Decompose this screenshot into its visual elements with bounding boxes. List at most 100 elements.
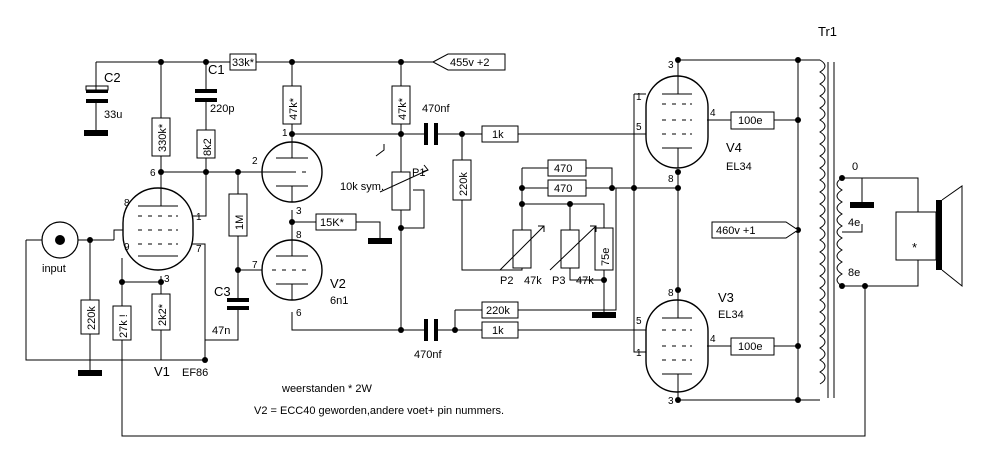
label-r-100e-top: 100e xyxy=(738,115,762,127)
resistor-470-a xyxy=(547,159,587,177)
text-labels: Tr1 C2 33u C1 220p 33k* 455v +2 330k* 8k… xyxy=(42,24,917,417)
capacitor-c1 xyxy=(195,89,217,102)
label-p1: P1 xyxy=(412,167,425,179)
label-v1: V1 xyxy=(154,364,170,379)
label-p3: P3 xyxy=(552,275,565,287)
resistors xyxy=(80,53,775,356)
pin-v4-3: 3 xyxy=(668,60,674,71)
resistor-33k xyxy=(229,53,257,71)
label-c2: C2 xyxy=(104,70,121,85)
resistor-220k-in xyxy=(80,299,100,335)
label-note1: weerstanden * 2W xyxy=(281,383,372,395)
pin-v3-4: 4 xyxy=(710,334,716,345)
label-r-1k-bot: 1k xyxy=(492,325,504,337)
label-r-47k-b: 47k* xyxy=(397,97,409,120)
label-r-27k: 27k ! xyxy=(118,314,130,338)
label-c1-value: 220p xyxy=(210,103,234,115)
label-r-470-a: 470 xyxy=(554,163,572,175)
label-r-15k: 15K* xyxy=(320,217,345,229)
label-r-47k-a: 47k* xyxy=(288,97,300,120)
label-r-220k-in: 220k xyxy=(86,306,98,330)
resistor-1m xyxy=(228,193,248,237)
label-supply-455: 455v +2 xyxy=(450,57,489,69)
pin-v3-1: 1 xyxy=(636,348,642,359)
label-supply-460: 460v +1 xyxy=(716,225,755,237)
ground-input xyxy=(78,370,102,376)
label-r-1k-top: 1k xyxy=(492,129,504,141)
pin-v2-2: 2 xyxy=(252,156,258,167)
label-r-220k-mid: 220k xyxy=(458,172,470,196)
label-p2: P2 xyxy=(500,275,513,287)
label-tr1: Tr1 xyxy=(818,24,837,39)
label-r-8k2: 8k2 xyxy=(202,138,214,156)
label-c-470nf-top: 470nf xyxy=(422,103,450,115)
ground-v2-cathode xyxy=(368,238,392,244)
label-c2-value: 33u xyxy=(104,109,122,121)
capacitor-470nf-top xyxy=(424,123,438,145)
pin-v3-8: 8 xyxy=(668,288,674,299)
label-input: input xyxy=(42,263,66,275)
resistor-220k-bot xyxy=(481,301,519,319)
resistor-100e-bot xyxy=(730,337,775,356)
label-r-220k-bot: 220k xyxy=(486,305,510,317)
label-tap-4e: 4e xyxy=(848,217,860,229)
label-tap-8e: 8e xyxy=(848,267,860,279)
tube-v1 xyxy=(113,172,194,271)
resistor-1k-top xyxy=(481,125,519,143)
pin-v4-5: 5 xyxy=(636,122,642,133)
label-c3-value: 47n xyxy=(212,325,230,337)
label-c1: C1 xyxy=(208,62,225,77)
label-p3-value: 47k xyxy=(576,275,594,287)
capacitor-c3 xyxy=(227,298,249,310)
pin-v2-6: 6 xyxy=(296,308,302,319)
label-speaker-mark: * xyxy=(912,240,917,255)
pin-v2-7: 7 xyxy=(252,260,258,271)
tube-v2-lower xyxy=(261,239,323,301)
resistor-2k2 xyxy=(151,293,171,331)
resistor-8k2 xyxy=(196,129,216,159)
label-r-2k2: 2k2* xyxy=(157,303,169,326)
resistor-470-b xyxy=(547,179,587,197)
resistor-100e-top xyxy=(730,111,775,130)
speaker xyxy=(895,185,963,288)
pin-v1-6: 6 xyxy=(150,168,156,179)
label-v4-type: EL34 xyxy=(726,161,752,173)
tube-v4 xyxy=(645,60,709,169)
pin-v2-1: 1 xyxy=(282,128,288,139)
pin-v1-8: 8 xyxy=(124,198,130,209)
resistor-15k xyxy=(315,213,357,231)
label-r-330k: 330k* xyxy=(157,123,169,152)
resistor-75e xyxy=(594,227,614,271)
label-c-470nf-bot: 470nf xyxy=(414,349,442,361)
pin-v4-4: 4 xyxy=(710,108,716,119)
pin-v4-1: 1 xyxy=(636,92,642,103)
label-p1-value: 10k sym. xyxy=(340,181,384,193)
ground-c2 xyxy=(84,130,108,136)
ground-symbols xyxy=(78,130,874,376)
capacitor-c2 xyxy=(85,85,109,103)
label-r-33k: 33k* xyxy=(232,57,255,69)
label-v3-type: EL34 xyxy=(718,309,744,321)
ground-secondary xyxy=(850,202,874,208)
resistor-47k-a xyxy=(282,85,302,125)
pin-v1-3: 3 xyxy=(164,274,170,285)
resistor-47k-b xyxy=(391,85,411,125)
potentiometer-p2 xyxy=(499,225,545,271)
resistor-220k-mid xyxy=(452,159,472,201)
label-p2-value: 47k xyxy=(524,275,542,287)
label-c3: C3 xyxy=(214,284,231,299)
potentiometer-p1 xyxy=(375,144,429,211)
pin-v3-3: 3 xyxy=(668,396,674,407)
pin-v1-9: 9 xyxy=(124,242,130,253)
potentiometer-p3 xyxy=(549,225,597,271)
label-r-470-b: 470 xyxy=(554,183,572,195)
tube-v3 xyxy=(645,290,709,393)
input-jack xyxy=(41,221,79,259)
pin-numbers: 1 3 6 7 8 9 1 2 3 6 7 8 1 3 4 5 8 1 3 4 … xyxy=(124,60,716,407)
resistor-330k xyxy=(151,117,171,157)
label-v1-type: EF86 xyxy=(182,367,208,379)
label-r-75e: 75e xyxy=(600,248,612,266)
label-r-100e-bot: 100e xyxy=(738,341,762,353)
tube-v2-upper xyxy=(261,140,323,203)
